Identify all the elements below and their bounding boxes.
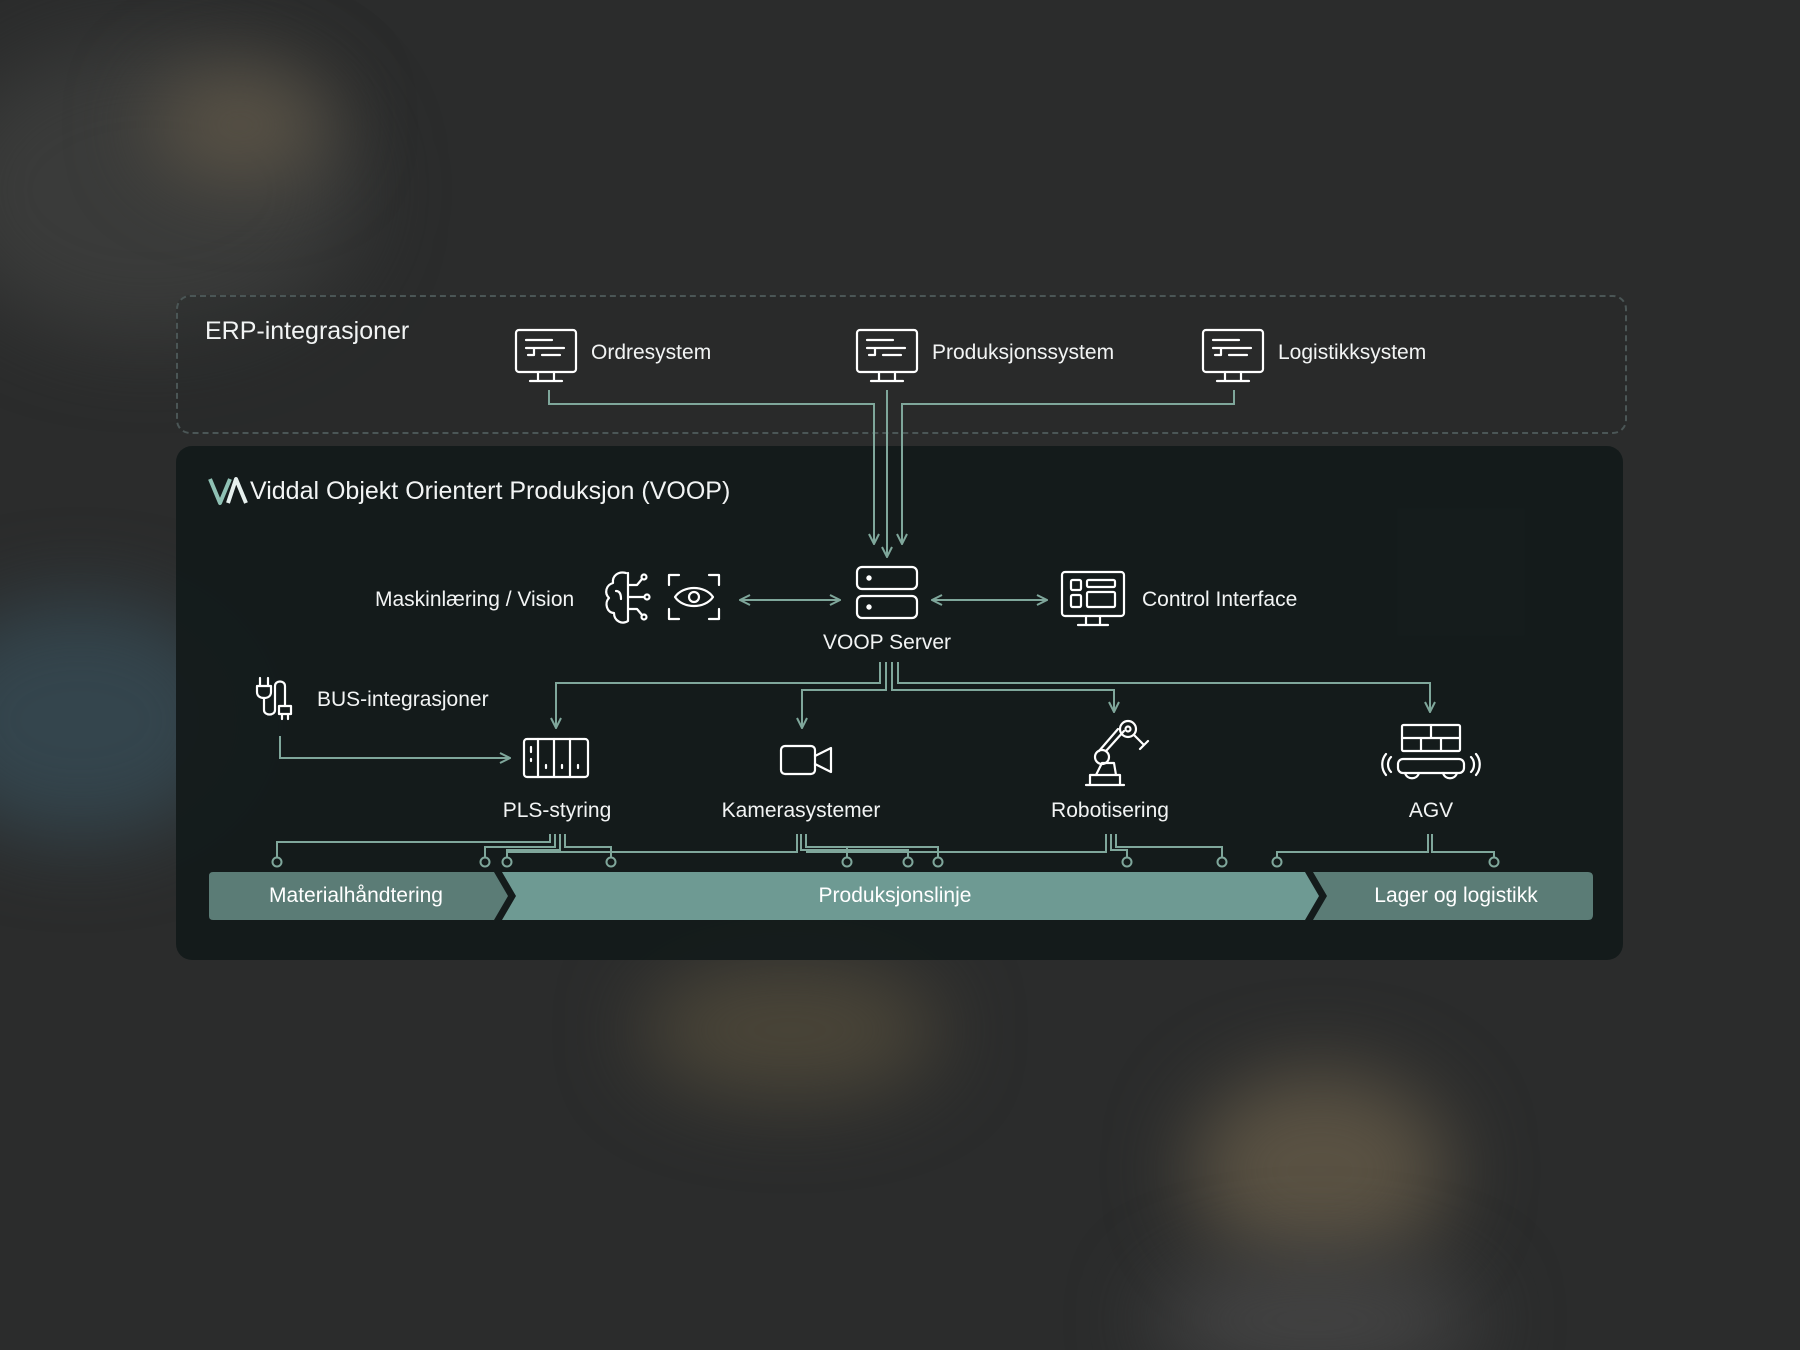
voop-server-label: VOOP Server	[823, 631, 951, 654]
node-label-agv: AGV	[1408, 799, 1454, 822]
node-label-robotisering: Robotisering	[1051, 799, 1169, 822]
node-to-stage-connectors	[271, 834, 1500, 868]
monitor-icon	[514, 328, 578, 383]
system-label-produksjonssystem: Produksjonssystem	[932, 341, 1115, 364]
stage-label-lager: Lager og logistikk	[1374, 884, 1538, 907]
camera-icon	[779, 744, 833, 776]
eye-scan-icon	[667, 573, 721, 621]
stage-label-produksjonslinje: Produksjonslinje	[818, 884, 972, 907]
server-to-nodes-connectors	[556, 662, 1430, 728]
bus-to-pls-arrow	[279, 736, 510, 758]
erp-to-server-connectors	[548, 390, 1235, 557]
node-label-pls: PLS-styring	[502, 799, 612, 822]
ml-vision-label: Maskinlæring / Vision	[375, 588, 575, 611]
voop-section-title: Viddal Objekt Orientert Produksjon (VOOP…	[250, 477, 731, 505]
robot-arm-icon	[1084, 719, 1150, 787]
system-label-ordresystem: Ordresystem	[591, 341, 712, 364]
node-label-kamera: Kamerasystemer	[721, 799, 881, 822]
server-icon	[855, 565, 919, 620]
stage-band-produksjonslinje	[502, 872, 1319, 920]
monitor-icon	[1201, 328, 1265, 383]
monitor-icon	[855, 328, 919, 383]
control-interface-label: Control Interface	[1142, 588, 1298, 611]
erp-section-title: ERP-integrasjoner	[205, 317, 410, 345]
bus-integrations-label: BUS-integrasjoner	[317, 688, 489, 711]
system-label-logistikksystem: Logistikksystem	[1278, 341, 1427, 364]
control-panel-icon	[1060, 570, 1126, 627]
agv-icon	[1381, 723, 1481, 780]
va-logo	[208, 477, 248, 505]
plc-icon	[522, 737, 590, 779]
brain-icon	[605, 571, 651, 624]
plug-icon	[255, 676, 293, 721]
production-stage-bands	[209, 872, 1593, 920]
stage-band-materialhandtering	[209, 872, 508, 920]
stage-label-materialhandtering: Materialhåndtering	[269, 884, 443, 907]
stage-band-lager	[1313, 872, 1593, 920]
